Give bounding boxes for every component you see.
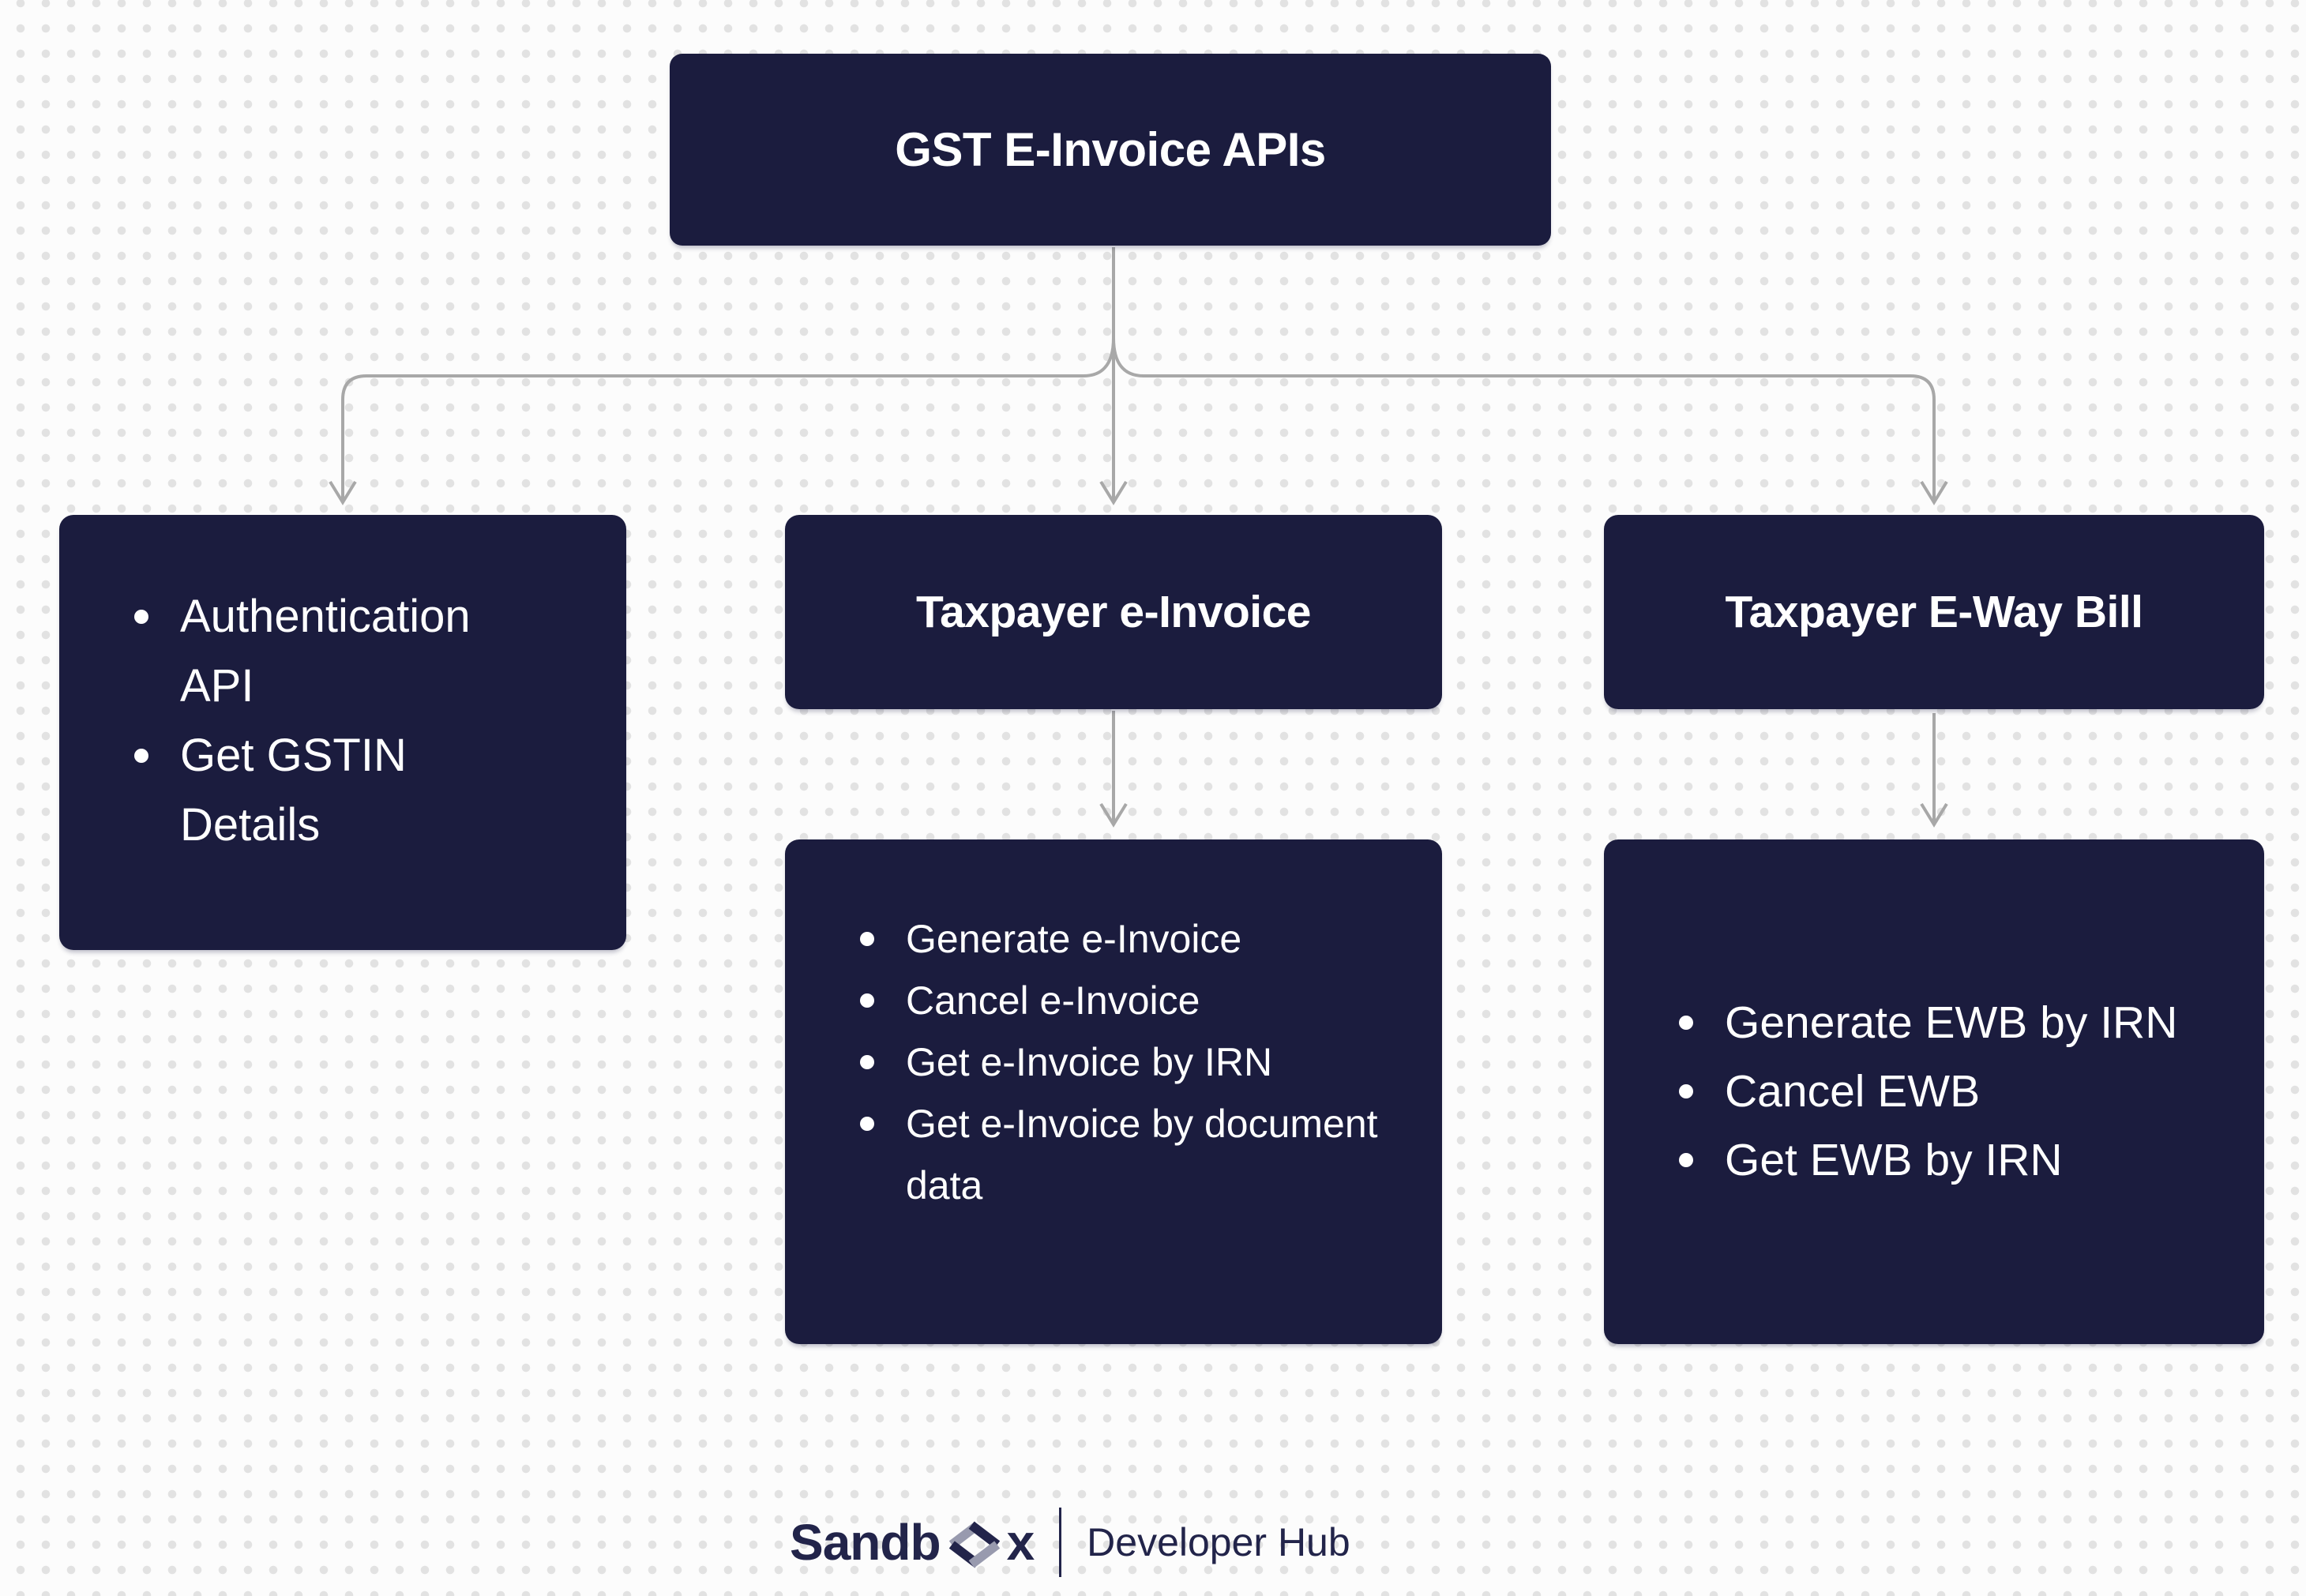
arrowhead-left — [329, 480, 357, 505]
node-taxpayer-e-way-bill: Taxpayer E-Way Bill — [1604, 515, 2264, 709]
arrowhead-right — [1920, 480, 1948, 505]
node-e-invoice-operations-list: Generate e-Invoice Cancel e-Invoice Get … — [785, 839, 1442, 1344]
ewb-item-list: Generate EWB by IRN Cancel EWB Get EWB b… — [1604, 839, 2264, 1195]
node-authentication-list: Authentication API Get GSTIN Details — [59, 515, 626, 950]
footer-logo: Sandb x Developer Hub — [790, 1496, 1500, 1587]
arrowhead-right-sub — [1920, 802, 1948, 828]
list-item: Cancel EWB — [1679, 1057, 2233, 1126]
code-diamond-icon — [948, 1521, 1000, 1568]
root-node-title: GST E-Invoice APIs — [895, 123, 1326, 176]
connector-branch-left — [341, 337, 1115, 501]
connector-branch-right — [1112, 337, 1936, 501]
list-item: Get EWB by IRN — [1679, 1126, 2233, 1195]
e-invoice-item-list: Generate e-Invoice Cancel e-Invoice Get … — [785, 839, 1442, 1216]
node-title: Taxpayer e-Invoice — [915, 587, 1312, 637]
sandbox-logo-text-suffix: x — [1006, 1513, 1035, 1571]
logo-separator — [1059, 1507, 1062, 1577]
sandbox-logo-text-prefix: Sandb — [790, 1513, 941, 1571]
list-item: Get e-Invoice by document data — [860, 1093, 1410, 1216]
node-taxpayer-e-invoice: Taxpayer e-Invoice — [785, 515, 1442, 709]
developer-hub-label: Developer Hub — [1087, 1519, 1350, 1564]
node-title: Taxpayer E-Way Bill — [1725, 587, 2143, 637]
sandbox-logo: Sandb x — [790, 1513, 1035, 1572]
authentication-item-list: Authentication API Get GSTIN Details — [59, 515, 626, 860]
root-node-gst-e-invoice-apis: GST E-Invoice APIs — [670, 54, 1551, 246]
list-item: Generate e-Invoice — [860, 908, 1410, 970]
arrowhead-middle-top — [1099, 480, 1128, 505]
list-item: Get GSTIN Details — [134, 721, 512, 860]
list-item: Generate EWB by IRN — [1679, 989, 2233, 1057]
node-ewb-operations-list: Generate EWB by IRN Cancel EWB Get EWB b… — [1604, 839, 2264, 1344]
list-item: Cancel e-Invoice — [860, 970, 1410, 1031]
list-item: Get e-Invoice by IRN — [860, 1031, 1410, 1093]
arrowhead-middle-sub — [1099, 802, 1128, 828]
list-item: Authentication API — [134, 582, 512, 721]
